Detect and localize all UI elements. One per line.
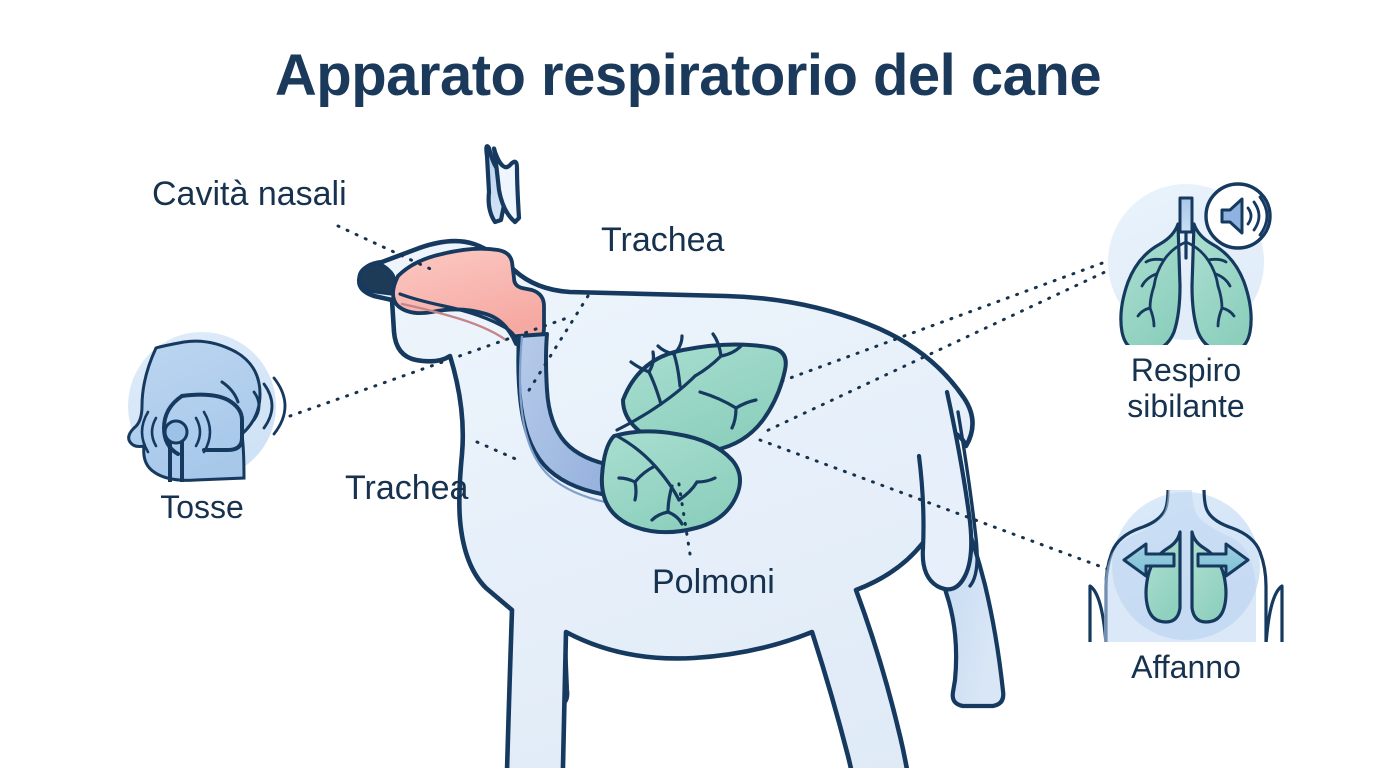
leader-wheeze-lower <box>758 262 1124 436</box>
nasal-cavity-shape <box>391 246 546 348</box>
speaker-sound-icon <box>1204 182 1272 250</box>
leader-trachea-lower <box>475 440 520 462</box>
bronchial-tree-shape <box>615 332 758 526</box>
symptom-affanno: Affanno <box>1088 490 1284 686</box>
symptom-respiro-sibilante: Respiro sibilante <box>1088 182 1284 425</box>
symptom-tosse: Tosse <box>104 330 300 526</box>
leader-lines <box>288 224 1124 572</box>
symptom-caption-affanno: Affanno <box>1131 649 1241 685</box>
leader-tosse <box>288 316 569 418</box>
label-trachea-upper: Trachea <box>601 221 725 259</box>
lungs-speaker-wheeze-icon <box>1108 182 1272 345</box>
leader-wheeze-upper <box>780 256 1118 383</box>
symptom-caption-respiro-sibilante: Respiro sibilante <box>1127 352 1245 424</box>
leader-trachea-upper <box>524 294 590 397</box>
dog-tail <box>916 389 979 592</box>
lungs-shape <box>599 332 788 535</box>
leader-affanno <box>758 438 1112 572</box>
torso-lungs-arrows-icon <box>1088 490 1284 642</box>
label-trachea-lower: Trachea <box>345 469 469 507</box>
leader-cavita-nasali <box>336 224 439 274</box>
head-throat-cough-icon <box>127 332 287 482</box>
page-title: Apparato respiratorio del cane <box>274 43 1102 108</box>
symptom-caption-tosse: Tosse <box>160 489 244 525</box>
label-cavita-nasali: Cavità nasali <box>152 175 347 213</box>
label-polmoni: Polmoni <box>652 563 775 601</box>
